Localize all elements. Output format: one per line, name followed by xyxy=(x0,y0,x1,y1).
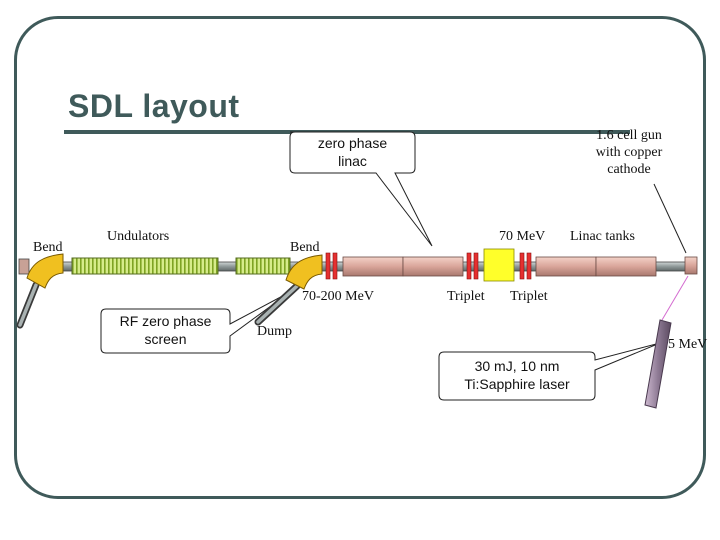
linac-tanks-low-energy xyxy=(535,256,657,277)
triplet-2-magnets xyxy=(519,252,532,280)
callout-linac-text: zero phase linac xyxy=(290,134,415,170)
callout-screen-shape xyxy=(100,291,291,354)
linac-tanks-high-energy xyxy=(342,256,464,277)
callout-laser-line1: 30 mJ, 10 nm xyxy=(474,358,560,374)
linac-tank-3 xyxy=(535,256,597,277)
left-end-flange xyxy=(18,258,30,275)
laser-rod xyxy=(644,319,672,409)
slide-frame xyxy=(14,16,706,499)
gun-label-line2: with copper xyxy=(595,145,663,160)
energy-range-label: 70-200 MeV xyxy=(302,289,374,304)
bend-left-label: Bend xyxy=(33,240,63,255)
quad-pair-mid xyxy=(325,252,338,280)
callout-laser-line2: Ti:Sapphire laser xyxy=(464,376,570,392)
laser-beam-path xyxy=(661,275,689,321)
undulator-section xyxy=(71,257,291,275)
undulator-2 xyxy=(235,257,291,275)
triplet-1-label: Triplet xyxy=(447,289,485,304)
linac-tank-2 xyxy=(402,256,464,277)
linac-tanks-label: Linac tanks xyxy=(570,229,635,244)
callout-linac-line2: linac xyxy=(338,153,367,169)
gun-label-line3: cathode xyxy=(607,162,651,177)
callout-laser-shape xyxy=(438,342,661,401)
gun-label: 1.6 cell gun with copper cathode xyxy=(580,127,678,178)
energy-gun-label: 5 MeV xyxy=(668,337,708,352)
callout-laser-text: 30 mJ, 10 nm Ti:Sapphire laser xyxy=(439,357,595,393)
triplet-2-label: Triplet xyxy=(510,289,548,304)
bend-mid-body xyxy=(285,254,323,290)
callout-screen-text: RF zero phase screen xyxy=(101,312,230,348)
gun-label-line1: 1.6 cell gun xyxy=(596,128,662,143)
callout-linac-line1: zero phase xyxy=(317,135,388,151)
bend-left-body xyxy=(26,253,64,289)
gun-leader-line xyxy=(653,183,687,254)
callout-laser xyxy=(438,342,661,401)
dump-label: Dump xyxy=(257,324,292,339)
undulators-label: Undulators xyxy=(107,229,170,244)
yellow-module xyxy=(483,248,515,282)
energy-70-label: 70 MeV xyxy=(499,229,546,244)
bend-mid-label: Bend xyxy=(290,240,320,255)
undulator-1 xyxy=(71,257,219,275)
linac-tank-4 xyxy=(595,256,657,277)
rf-gun xyxy=(684,256,698,275)
slide-title: SDL layout xyxy=(68,88,240,124)
linac-tank-1 xyxy=(342,256,404,277)
callout-zero-phase-linac xyxy=(289,131,433,247)
bend-magnet-mid xyxy=(254,254,323,326)
bend-magnet-left xyxy=(16,253,64,329)
callout-linac-shape xyxy=(289,131,433,247)
callout-screen-line2: screen xyxy=(144,331,187,347)
callout-rf-screen xyxy=(100,291,291,354)
triplet-1-magnets xyxy=(466,252,479,280)
callout-screen-line1: RF zero phase xyxy=(119,313,212,329)
